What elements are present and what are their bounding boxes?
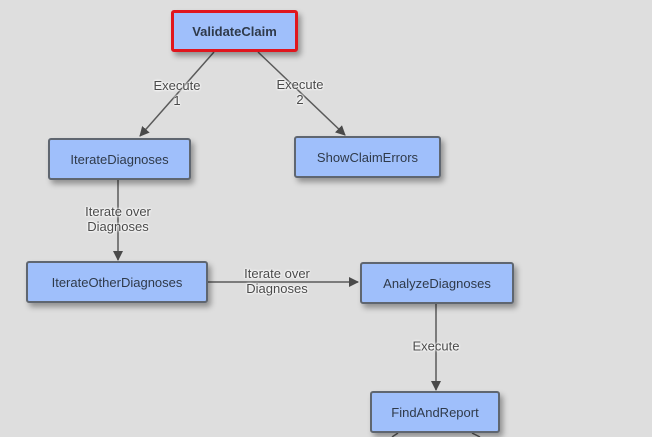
edge-label-line: Diagnoses <box>87 219 149 234</box>
node-validate-claim[interactable]: ValidateClaim <box>171 10 298 52</box>
edge-find-out-left[interactable] <box>391 432 399 437</box>
edge-label-line: Execute <box>153 78 201 93</box>
edge-label-line: Diagnoses <box>246 281 308 296</box>
edge-label-iterate-over-2: Iterate over Diagnoses <box>244 266 310 296</box>
edge-label-line: Iterate over <box>85 204 151 219</box>
edge-validate-to-show-errors[interactable] <box>257 51 346 136</box>
edge-label-line: Iterate over <box>244 266 310 281</box>
edge-label-execute-1: Execute 1 <box>154 78 201 108</box>
edge-label-execute-2: Execute 2 <box>277 77 324 107</box>
edge-label-line: Execute <box>276 77 324 92</box>
node-analyze-diagnoses[interactable]: AnalyzeDiagnoses <box>360 262 514 304</box>
edge-label-line: Execute <box>412 338 460 354</box>
edge-label-line: 1 <box>173 93 181 108</box>
edge-label-line: 2 <box>296 92 304 107</box>
edge-label-iterate-over-1: Iterate over Diagnoses <box>85 204 151 234</box>
edge-validate-to-iterate[interactable] <box>139 51 215 137</box>
node-iterate-diagnoses[interactable]: IterateDiagnoses <box>48 138 191 180</box>
node-find-and-report[interactable]: FindAndReport <box>370 391 500 433</box>
node-iterate-other-diagnoses[interactable]: IterateOtherDiagnoses <box>26 261 208 303</box>
edge-find-out-right[interactable] <box>471 432 481 437</box>
edge-label-execute-3: Execute <box>413 339 460 354</box>
node-show-claim-errors[interactable]: ShowClaimErrors <box>294 136 441 178</box>
